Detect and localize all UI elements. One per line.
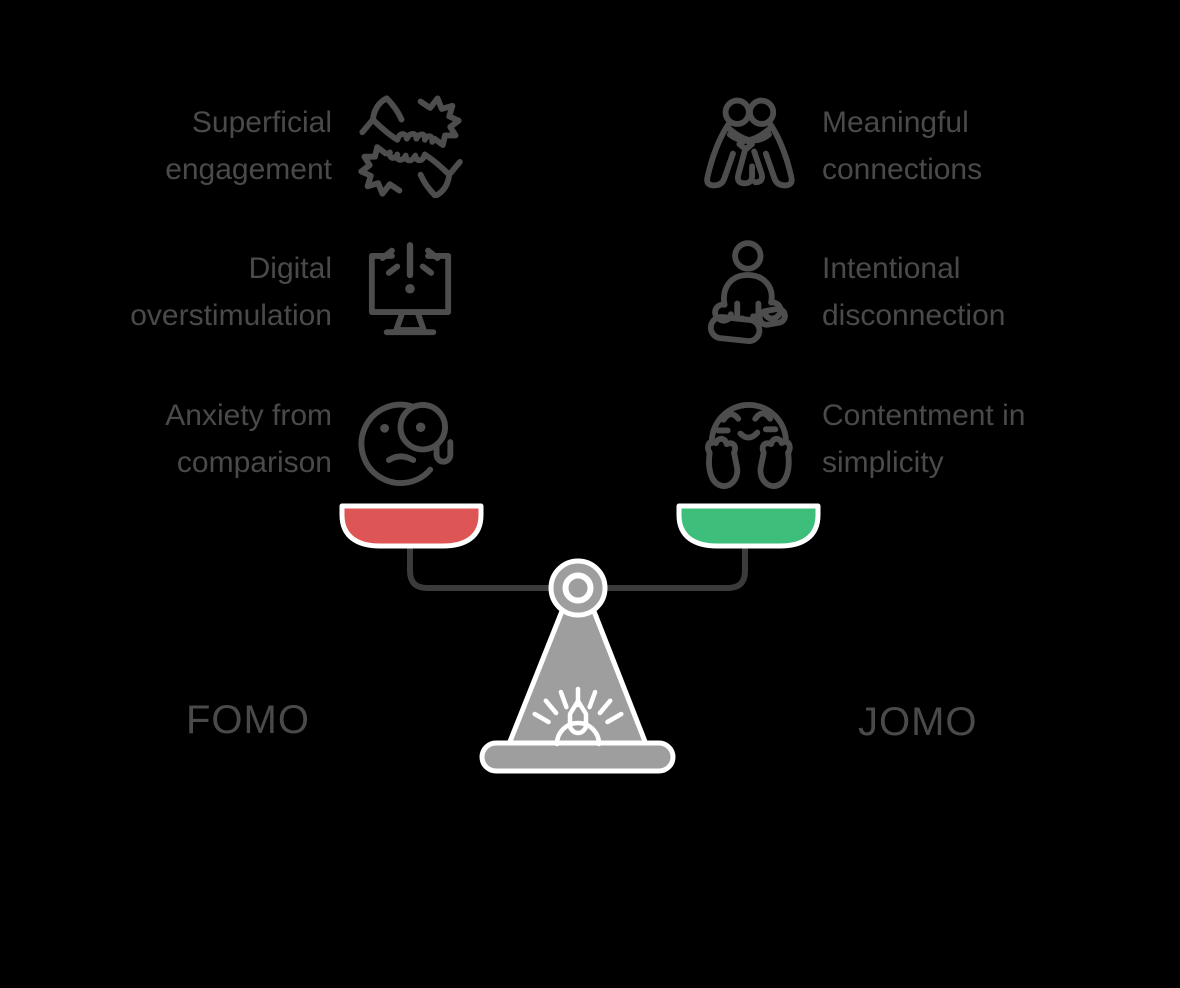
right-pan-green [676, 503, 821, 549]
item-label-line: comparison [176, 446, 332, 479]
broken-handshake-icon [357, 92, 463, 198]
anxious-face-magnifier-icon [356, 388, 462, 494]
item-label-line: overstimulation [130, 299, 332, 332]
item-label-line: Intentional [822, 252, 961, 285]
list-item-contentment-in-simplicity: Contentment in simplicity [822, 392, 1142, 486]
lamp-arch-icon [554, 720, 602, 747]
list-item-superficial-engagement: Superficial engagement [0, 99, 332, 193]
item-label-line: Anxiety from [165, 399, 332, 432]
item-label-line: Meaningful [822, 106, 969, 139]
item-label-line: Digital [248, 252, 332, 285]
monitor-alert-icon [357, 240, 463, 346]
list-item-meaningful-connections: Meaningful connections [822, 99, 1142, 193]
lamp-flame-icon [567, 698, 589, 736]
item-label-line: Contentment in [822, 399, 1026, 432]
item-label-line: simplicity [822, 446, 944, 479]
list-item-anxiety-from-comparison: Anxiety from comparison [0, 392, 332, 486]
list-item-digital-overstimulation: Digital overstimulation [0, 245, 332, 339]
item-label-line: engagement [165, 153, 332, 186]
item-label-line: Superficial [191, 106, 332, 139]
jomo-label: JOMO [858, 700, 978, 744]
item-label-line: connections [822, 153, 983, 186]
item-label-line: disconnection [822, 299, 1006, 332]
balance-scale-illustration [339, 503, 821, 774]
meditating-person-icon [698, 240, 804, 346]
content-face-hands-icon [698, 388, 804, 494]
lamp-rays-icon [532, 686, 624, 725]
scale-pivot [548, 558, 608, 618]
hugging-people-icon [698, 90, 804, 196]
left-pan-red [339, 503, 484, 549]
list-item-intentional-disconnection: Intentional disconnection [822, 245, 1142, 339]
scale-pivot-ring [562, 572, 594, 604]
fomo-label: FOMO [186, 698, 310, 742]
scale-base [479, 740, 676, 774]
